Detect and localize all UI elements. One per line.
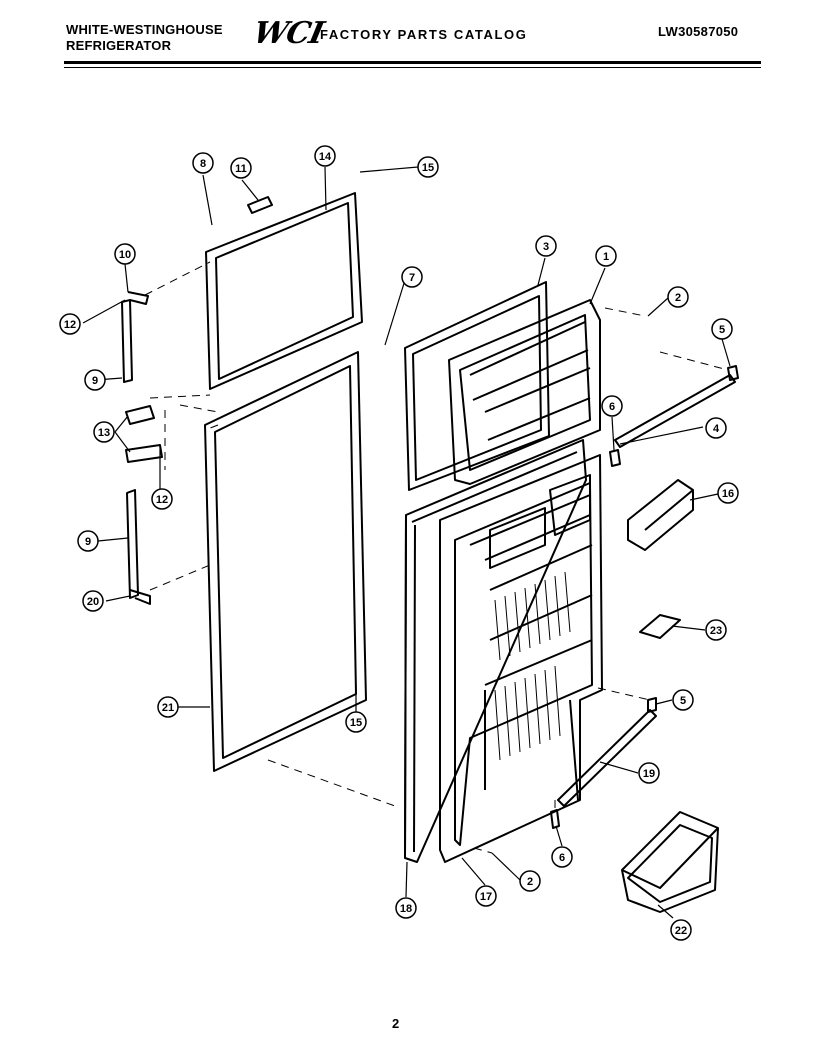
brand-line-1: WHITE-WESTINGHOUSE [66,22,223,37]
handle-end-cap [247,196,273,214]
callout-2-bottom: 2 [527,876,533,888]
callout-23: 23 [710,625,722,637]
fresh-food-door-panel [404,439,587,863]
callout-3: 3 [543,241,549,253]
callout-15-top: 15 [422,162,434,174]
callout-22: 22 [675,925,687,937]
leader-lines [82,166,731,919]
shelf-support-6-lower [550,809,560,829]
door-stop-5-lower [647,697,657,713]
catalog-title: FACTORY PARTS CATALOG [320,27,528,42]
fresh-food-gasket [204,351,367,772]
callout-16: 16 [722,488,734,500]
freezer-door-liner [448,299,601,485]
fresh-food-shelf-bar [557,709,657,807]
callout-15-bottom: 15 [350,717,362,729]
callout-circles [59,145,739,941]
callout-7: 7 [409,272,415,284]
callout-9-top: 9 [92,375,98,387]
callout-11: 11 [235,163,247,175]
butter-bin [627,479,694,551]
callout-18: 18 [400,903,412,915]
assembly-lines [144,261,729,854]
callout-21: 21 [162,702,174,714]
model-number: LW30587050 [658,24,739,39]
hinge-upper [125,405,155,425]
callout-labels: 8 11 14 15 7 3 1 2 5 4 6 16 23 5 19 6 2 … [64,151,734,937]
header-rule [64,61,761,64]
freezer-handle [121,291,149,383]
callout-10: 10 [119,249,131,261]
fresh-food-handle [126,489,151,605]
callout-9-bottom: 9 [85,536,91,548]
callout-13: 13 [98,427,110,439]
dairy-bin [621,811,719,913]
door-stop-5-upper [727,365,739,381]
callout-12-top: 12 [64,319,76,331]
callout-8: 8 [200,158,206,170]
freezer-shelf-bar [614,374,736,448]
callout-14: 14 [319,151,332,163]
callout-5-bottom: 5 [680,695,686,707]
freezer-gasket [205,192,363,390]
brand-line-2: REFRIGERATOR [66,38,172,53]
callout-5-top: 5 [719,324,725,336]
callout-17: 17 [480,891,492,903]
callout-2-top: 2 [675,292,681,304]
liner-ribs [494,571,571,761]
callout-6-bottom: 6 [559,852,565,864]
page-number: 2 [392,1016,400,1031]
callout-6-top: 6 [609,401,615,413]
shelf-support-6-upper [609,449,621,467]
brand-block: WHITE-WESTINGHOUSE REFRIGERATOR [66,22,223,54]
callout-4: 4 [713,423,720,435]
callout-1: 1 [603,251,609,263]
callout-12-bottom: 12 [156,494,168,506]
hinge-lower [125,444,163,463]
callout-19: 19 [643,768,655,780]
callout-20: 20 [87,596,99,608]
egg-tray [639,614,681,639]
fresh-food-door-liner [439,454,603,863]
header-rule-thin [64,67,761,68]
freezer-door-panel [404,281,550,491]
